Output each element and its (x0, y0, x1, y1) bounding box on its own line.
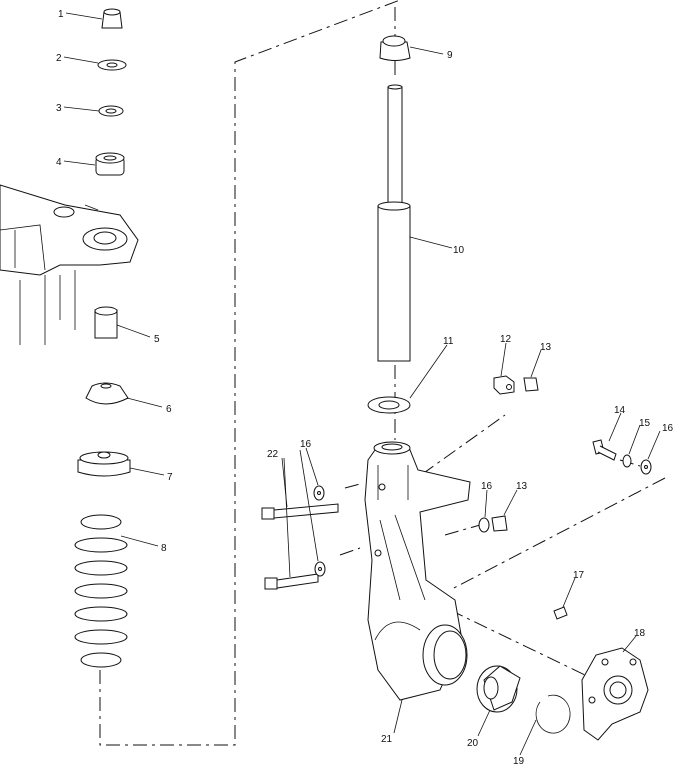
callout-7: 7 (167, 472, 173, 483)
callout-15: 15 (639, 418, 651, 429)
part-17-fitting (553, 606, 568, 620)
part-5-bushing (94, 306, 118, 339)
part-9-bump-stop (379, 35, 411, 61)
callout-labels: 1 2 3 4 5 6 7 8 9 10 11 12 13 13 14 15 1… (56, 9, 674, 765)
part-11-shim-washer (367, 396, 411, 414)
frame-mount-bracket (0, 184, 139, 345)
callout-13-lower: 13 (516, 481, 528, 492)
callout-13-upper: 13 (540, 342, 552, 353)
callout-3: 3 (56, 103, 62, 114)
part-13-nut-lower (478, 515, 508, 533)
callout-11: 11 (443, 336, 454, 347)
callout-17: 17 (573, 570, 585, 581)
part-1-nut (101, 8, 123, 29)
part-2-washer (97, 59, 127, 71)
part-12-clamp (493, 375, 515, 395)
callout-16-middle: 16 (481, 481, 493, 492)
callout-9: 9 (447, 50, 453, 61)
callout-14: 14 (614, 405, 626, 416)
part-22-bolt-lower (264, 573, 319, 590)
callout-5: 5 (154, 334, 160, 345)
callout-16-right: 16 (662, 423, 674, 434)
callout-12: 12 (500, 334, 512, 345)
part-10-shock-absorber (377, 84, 411, 362)
part-22-bolt-upper (261, 503, 339, 520)
callout-20: 20 (467, 738, 479, 749)
part-15-washer (622, 454, 632, 468)
callout-16-left: 16 (300, 439, 312, 450)
part-14-bolt (592, 439, 617, 461)
leader-lines (63, 12, 661, 756)
callout-1: 1 (58, 9, 64, 20)
part-7-spring-retainer (77, 451, 131, 477)
part-4-bushing (95, 152, 125, 176)
part-16-washer-upper-left (313, 485, 325, 501)
part-13-nut-upper (523, 377, 539, 392)
callout-10: 10 (453, 245, 465, 256)
callout-18: 18 (634, 628, 646, 639)
part-16-washer-lower-left (314, 561, 326, 577)
part-20-wheel-bearing (476, 665, 521, 713)
callout-6: 6 (166, 404, 172, 415)
callout-4: 4 (56, 157, 62, 168)
part-16-washer-right (640, 459, 652, 475)
part-21-strut-housing (364, 441, 471, 701)
callout-22: 22 (267, 449, 279, 460)
part-18-bracket (581, 647, 649, 741)
part-6-spring-seat (85, 382, 129, 405)
callout-21: 21 (381, 734, 393, 745)
part-19-snap-ring (535, 694, 571, 734)
callout-2: 2 (56, 53, 62, 64)
part-8-coil-spring (74, 514, 128, 668)
callout-19: 19 (513, 756, 525, 765)
callout-8: 8 (161, 543, 167, 554)
part-3-washer (98, 105, 124, 117)
